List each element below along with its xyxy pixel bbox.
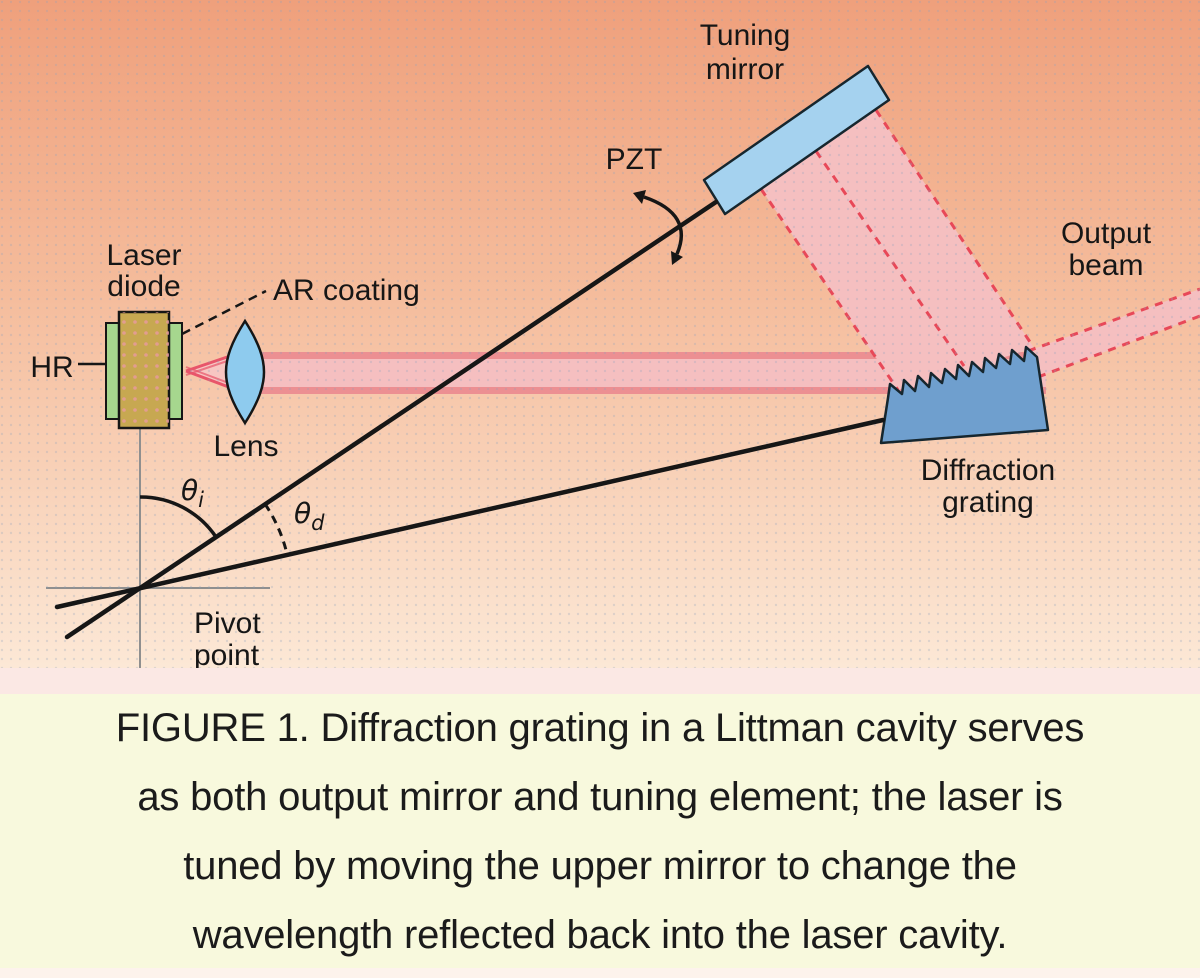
lens-label: Lens	[213, 430, 278, 463]
svg-text:point: point	[194, 639, 260, 668]
svg-text:mirror: mirror	[706, 53, 784, 86]
halftone-texture	[0, 0, 1200, 668]
caption-line: FIGURE 1. Diffraction grating in a Littm…	[115, 706, 1085, 750]
laser-diode-assembly	[105, 310, 183, 430]
lens-shape	[224, 318, 266, 426]
svg-text:diode: diode	[107, 270, 180, 303]
pzt-label: PZT	[606, 143, 663, 176]
laser-diode-label: Laser	[106, 239, 181, 272]
theta-d-label: θd	[294, 497, 325, 535]
bottom-strip	[0, 968, 1200, 978]
caption-line: wavelength reflected back into the laser…	[192, 913, 1008, 957]
figure-caption: FIGURE 1. Diffraction grating in a Littm…	[0, 694, 1200, 968]
caption-line: tuned by moving the upper mirror to chan…	[183, 844, 1017, 888]
divider-strip	[0, 668, 1200, 694]
diagram-labels: Tuning mirror PZT Output beam Laser diod…	[30, 19, 1151, 668]
pzt-rotation-arrow	[633, 190, 683, 265]
littman-cavity-diagram: Tuning mirror PZT Output beam Laser diod…	[0, 0, 1200, 668]
pivot-point-label: Pivot	[194, 607, 261, 640]
grating-pivot-arm	[54, 417, 886, 610]
mirror-pivot-arm	[64, 199, 719, 640]
ar-coating-leader-line	[181, 289, 267, 336]
tuning-mirror-label: Tuning	[700, 19, 791, 52]
theta-i-arc	[139, 495, 218, 538]
ar-coating-label: AR coating	[273, 274, 420, 307]
hr-label: HR	[30, 351, 73, 384]
diffraction-grating-label: Diffraction	[921, 454, 1056, 487]
svg-text:grating: grating	[942, 486, 1034, 519]
diffraction-grating-shape	[879, 345, 1050, 445]
theta-i-label: θi	[181, 474, 204, 512]
caption-line: as both output mirror and tuning element…	[137, 775, 1063, 819]
output-beam-label: Output	[1061, 217, 1152, 250]
theta-d-arc	[263, 503, 289, 555]
svg-text:beam: beam	[1068, 249, 1143, 282]
